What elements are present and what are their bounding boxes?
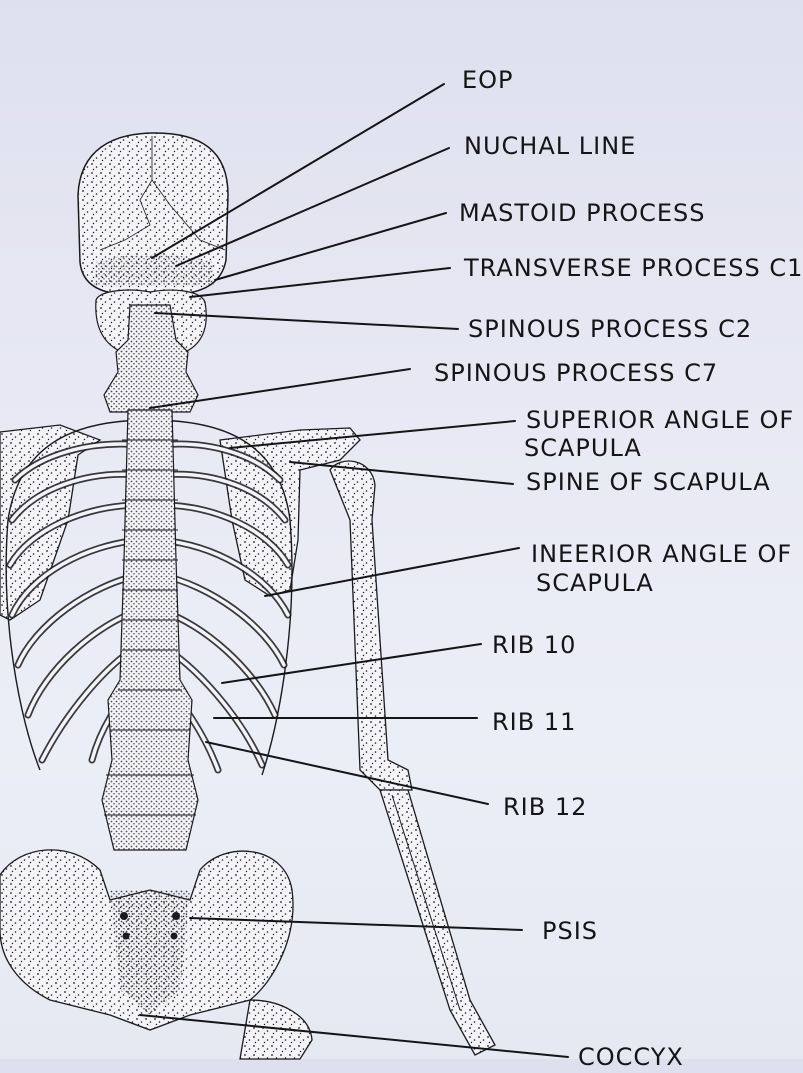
label-transverse-process-c1: TRANSVERSE PROCESS C1 (464, 254, 803, 282)
label-coccyx: COCCYX (578, 1043, 684, 1071)
label-rib-10: RIB 10 (492, 631, 577, 659)
leader-rib-12 (205, 741, 489, 805)
label-rib-11: RIB 11 (492, 708, 577, 736)
leader-rib-10 (221, 643, 482, 684)
arm-bones (329, 460, 496, 1056)
leader-inferior-angle (264, 547, 520, 597)
label-spine-of-scapula: SPINE OF SCAPULA (526, 468, 771, 496)
leader-nuchal-line (175, 147, 450, 267)
label-nuchal-line: NUCHAL LINE (464, 132, 637, 160)
label-psis: PSIS (542, 917, 599, 945)
leader-psis (189, 917, 523, 931)
leader-superior-angle (229, 420, 516, 449)
cervical-spine (95, 289, 207, 413)
leader-coccyx (139, 1014, 569, 1058)
scapulae (0, 424, 361, 621)
label-superior-angle-line1: SUPERIOR ANGLE OF (526, 406, 795, 434)
label-inferior-angle-line1: INEERIOR ANGLE OF (531, 540, 793, 568)
leader-eop (151, 83, 445, 259)
leader-lines (139, 83, 569, 1058)
leader-spinous-process-c7 (149, 368, 411, 409)
leader-mastoid-process (214, 212, 447, 281)
leader-transverse-process-c1 (189, 267, 451, 298)
label-eop: EOP (462, 66, 514, 94)
label-spinous-process-c2: SPINOUS PROCESS C2 (468, 315, 753, 343)
anatomy-diagram: EOP NUCHAL LINE MASTOID PROCESS TRANSVER… (0, 66, 802, 1071)
label-rib-12: RIB 12 (503, 793, 588, 821)
spinal-column (101, 409, 199, 851)
leader-spinous-process-c2 (154, 312, 459, 330)
leader-spine-of-scapula (289, 461, 514, 485)
label-mastoid-process: MASTOID PROCESS (459, 199, 706, 227)
skull (77, 132, 229, 295)
label-spinous-process-c7: SPINOUS PROCESS C7 (434, 359, 719, 387)
label-superior-angle-line2: SCAPULA (524, 434, 642, 462)
label-inferior-angle-line2: SCAPULA (536, 569, 654, 597)
pelvis (0, 849, 313, 1060)
